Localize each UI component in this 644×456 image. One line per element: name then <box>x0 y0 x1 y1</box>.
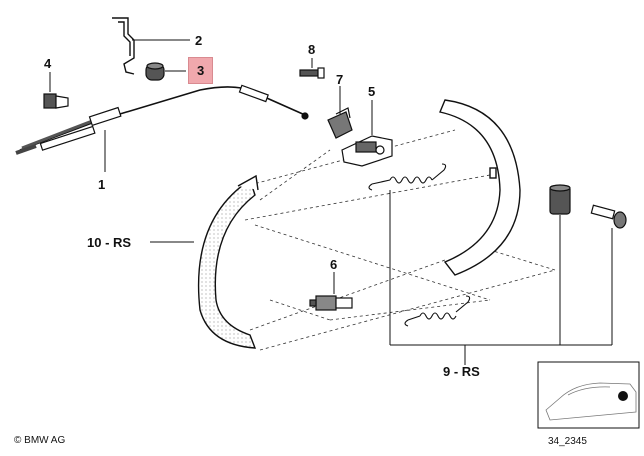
callout-2[interactable]: 2 <box>195 33 203 48</box>
bolt-part-8 <box>299 67 325 79</box>
callout-7[interactable]: 7 <box>336 72 344 87</box>
callout-9[interactable]: 9 - RS <box>443 364 480 379</box>
callout-1[interactable]: 1 <box>98 177 106 192</box>
callout-10[interactable]: 10 - RS <box>87 235 132 250</box>
callout-5[interactable]: 5 <box>368 84 376 99</box>
vehicle-inset <box>537 361 640 429</box>
adjuster-screw-part-6 <box>309 295 353 311</box>
retainer-pin <box>590 204 627 229</box>
cable-part <box>15 84 309 155</box>
callout-4[interactable]: 4 <box>44 56 52 71</box>
bracket-part-4 <box>43 93 69 109</box>
leader-lines <box>49 39 373 294</box>
callout-6[interactable]: 6 <box>330 257 338 272</box>
brake-shoe-left <box>197 174 259 349</box>
callout-bracket-9 <box>389 190 613 365</box>
clip-part-2 <box>112 17 135 75</box>
guide-lines <box>244 129 556 351</box>
copyright-text: © BMW AG <box>14 435 66 446</box>
spring-upper <box>368 163 447 191</box>
brake-shoe-right <box>439 99 521 276</box>
callout-3[interactable]: 3 <box>188 57 214 84</box>
bushing-part-3 <box>145 62 165 81</box>
adjuster-part-5 <box>341 135 393 167</box>
retainer-spring <box>549 184 571 215</box>
spring-lower <box>404 295 471 327</box>
callout-8[interactable]: 8 <box>308 42 316 57</box>
diagram-id: 34_2345 <box>548 436 587 447</box>
